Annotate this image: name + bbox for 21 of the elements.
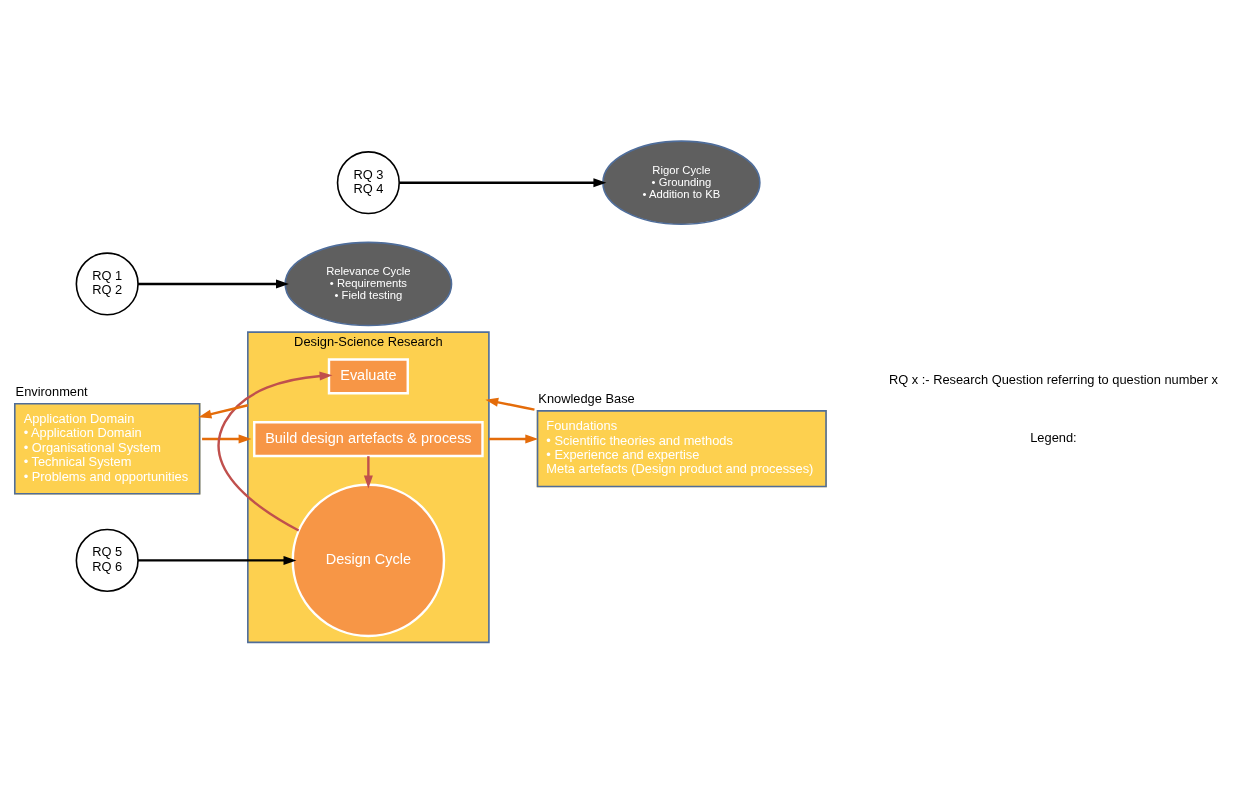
label: Legend: [1030,429,1077,445]
node-box: Build design artefacts & process [253,420,484,457]
arrow [138,278,289,288]
arrow [202,434,252,444]
arrow [363,455,373,488]
node-ellipse: Rigor Cycle • Grounding • Addition to KB [602,139,761,225]
arrow [399,177,607,187]
arrow [198,403,249,419]
node-label: Knowledge Base [538,390,635,406]
node-circle: Design Cycle [291,483,446,637]
arrow [485,397,535,411]
arrow [217,371,333,532]
node-circle: RQ 5 RQ 6 [75,528,139,592]
node-circle: RQ 1 RQ 2 [75,251,139,316]
node-box: Evaluate [327,357,409,394]
label: RQ x :- Research Question referring to question number x [888,371,1218,387]
arrow [138,555,297,565]
node-circle: RQ 3 RQ 4 [336,150,400,214]
node-label: Environment [15,382,88,398]
node-ellipse: Relevance Cycle • Requirements • Field testing [284,241,453,326]
arrow [488,434,539,444]
